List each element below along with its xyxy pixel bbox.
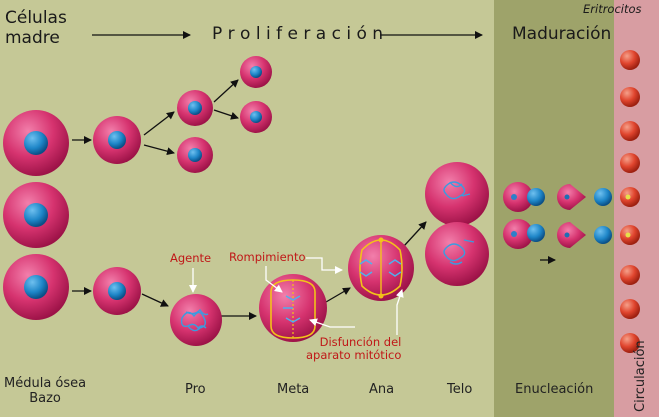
erythrocyte — [620, 299, 640, 319]
daughter-cell — [177, 137, 213, 173]
pro-label: Pro — [185, 382, 206, 397]
stem-cell — [3, 182, 69, 248]
bone-marrow-label: Médula ósea Bazo — [4, 376, 87, 406]
stem-cell — [3, 254, 69, 320]
reticulocyte — [557, 222, 612, 248]
stem-cell — [3, 110, 69, 176]
enucleation-label: Enucleación — [515, 382, 594, 397]
erythrocyte — [620, 121, 640, 141]
daughter-cell — [177, 90, 213, 126]
annotation-arrows — [189, 257, 404, 335]
ana-label: Ana — [369, 382, 395, 397]
proliferation-title: P r o l i f e r a c i ó n — [212, 24, 384, 44]
erythrocytes-label: Eritrocitos — [583, 2, 642, 16]
stem-cells-title: Células madre — [5, 8, 67, 48]
prophase-cell — [170, 294, 222, 346]
erythrocyte — [620, 333, 640, 353]
telophase-cell-lower — [425, 222, 489, 286]
enucleating-cell — [503, 182, 545, 212]
erythrocyte — [620, 265, 640, 285]
telophase-cell-upper — [425, 162, 489, 226]
anaphase-cell — [348, 235, 414, 301]
enucleating-cell — [503, 219, 545, 249]
meta-label: Meta — [277, 382, 310, 397]
erythrocyte — [620, 87, 640, 107]
reticulocyte — [557, 184, 612, 210]
granddaughter-cell — [240, 56, 272, 88]
progenitor-cell-bottom — [93, 267, 141, 315]
mitotic-dysfunction-label: Disfunción del aparato mitótico — [306, 335, 402, 362]
erythrocyte — [620, 50, 640, 70]
circulation-label: Circulación — [633, 340, 648, 412]
lower-arrows — [72, 221, 427, 320]
granddaughter-cell — [240, 101, 272, 133]
breakage-label: Rompimiento — [229, 250, 306, 264]
metaphase-cell — [259, 274, 327, 342]
telo-label: Telo — [447, 382, 473, 397]
proliferation-arrows — [72, 79, 239, 156]
erythrocyte-column — [620, 50, 640, 353]
agent-label: Agente — [170, 251, 212, 265]
maturation-title: Maduración — [512, 24, 612, 44]
progenitor-cell-top — [93, 116, 141, 164]
erythrocyte — [620, 153, 640, 173]
